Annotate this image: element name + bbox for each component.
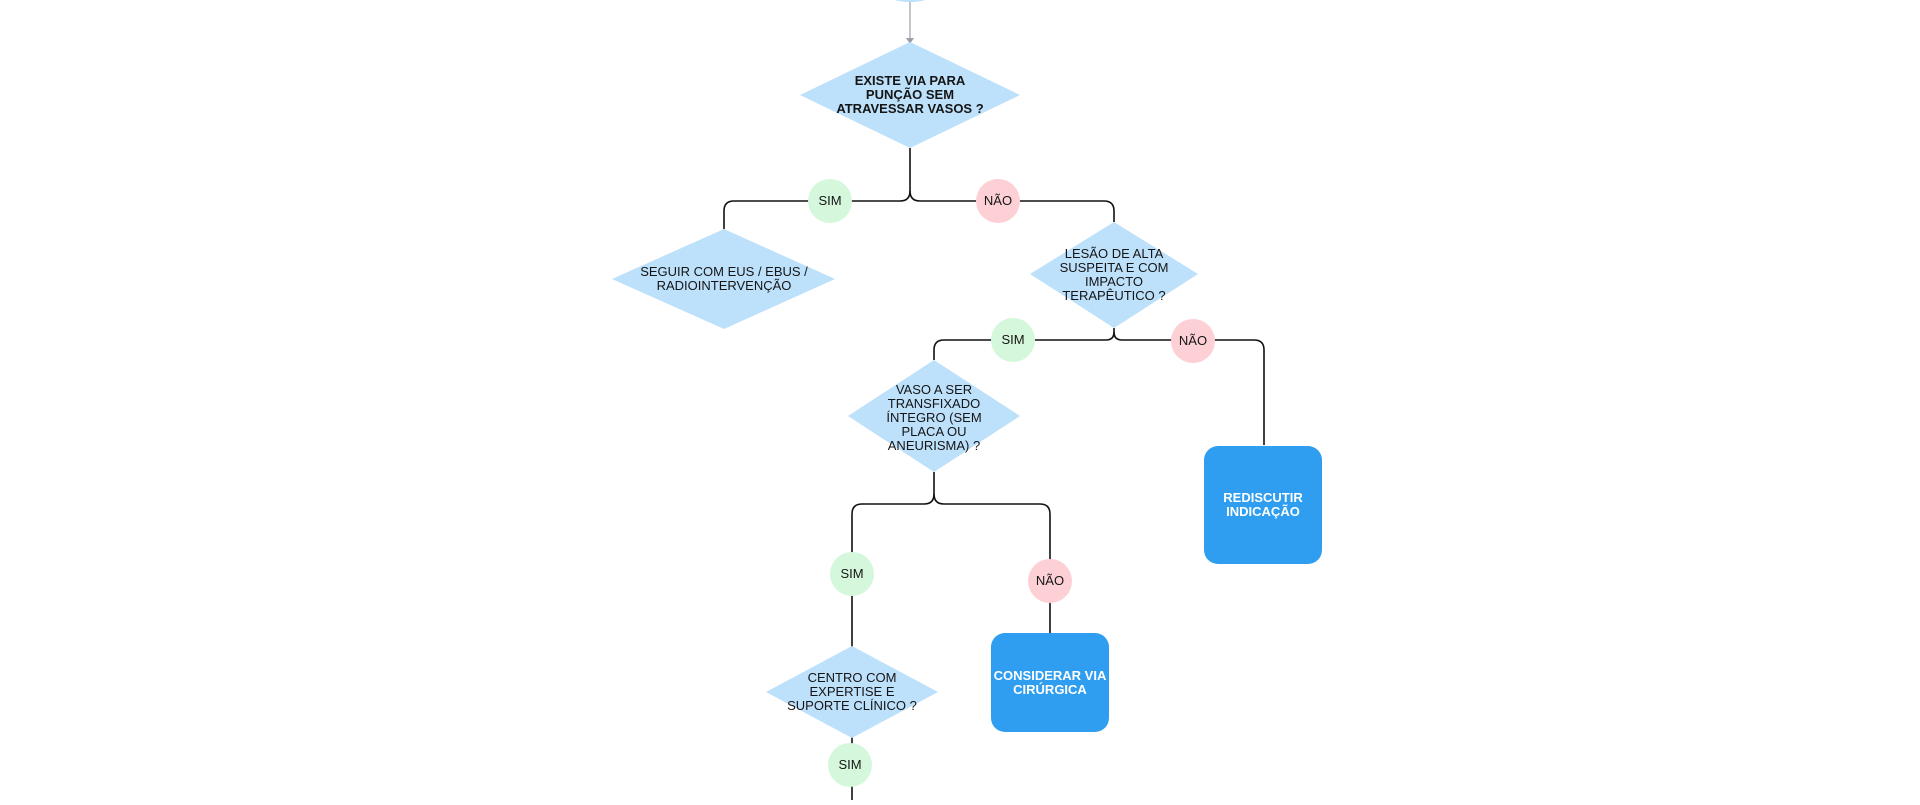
previous-node-partial [894, 0, 926, 2]
connector-q2-no [1113, 331, 1265, 445]
decision-q4-diamond [766, 646, 938, 738]
arrowhead-top [906, 38, 914, 44]
decision-q3-label: VASO A SER TRANSFIXADO ÍNTEGRO (SEM PLAC… [886, 382, 982, 453]
badge-yes-q1 [808, 179, 852, 223]
badge-no-q1-label: NÃO [983, 193, 1013, 208]
decision-q3-diamond [848, 360, 1020, 472]
connector-q1-no [909, 190, 1115, 222]
connector-q3-yes [851, 472, 935, 648]
outcome-a1-label: SEGUIR COM EUS / EBUS / RADIOINTERVENÇÃO [640, 264, 808, 293]
badge-yes-q1-label: SIM [818, 193, 842, 208]
decision-a1-diamond [612, 229, 835, 329]
badge-no-q3-label: NÃO [1035, 573, 1065, 588]
badge-yes-q3-label: SIM [840, 566, 864, 581]
badge-no-q3 [1028, 559, 1072, 603]
badge-no-q1 [976, 179, 1020, 223]
badge-no-q2-label: NÃO [1178, 333, 1208, 348]
badge-yes-q2-label: SIM [1001, 332, 1025, 347]
decision-q1-diamond [800, 42, 1020, 148]
connector-q3-no [933, 493, 1051, 633]
action-considerar-label: CONSIDERAR VIA CIRÚRGICA [993, 667, 1107, 697]
action-rediscutir-box [1204, 446, 1322, 564]
badge-yes-q3 [830, 552, 874, 596]
action-considerar-box [991, 633, 1109, 732]
badge-yes-q4-label: SIM [838, 757, 862, 772]
decision-q2-label: LESÃO DE ALTA SUSPEITA E COM IMPACTO TER… [1059, 246, 1169, 303]
action-rediscutir-label: REDISCUTIR INDICAÇÃO [1223, 490, 1303, 519]
decision-q4-label: CENTRO COM EXPERTISE E SUPORTE CLÍNICO ? [787, 670, 917, 713]
decision-q2-diamond [1030, 222, 1198, 328]
badge-no-q2 [1171, 319, 1215, 363]
badge-yes-q4 [828, 743, 872, 787]
badge-yes-q2 [991, 318, 1035, 362]
decision-q1-label: EXISTE VIA PARA PUNÇÃO SEM ATRAVESSAR VA… [836, 73, 984, 116]
